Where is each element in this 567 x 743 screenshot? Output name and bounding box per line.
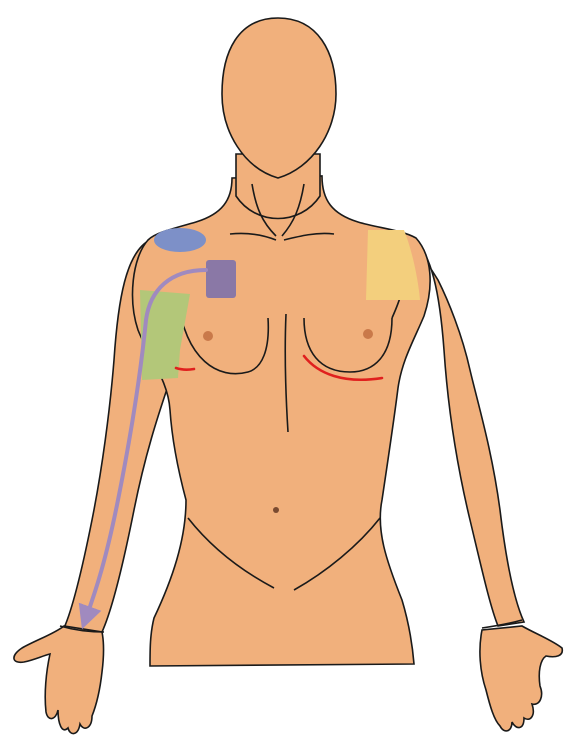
subclavian-patch-purple — [206, 260, 236, 298]
left-hand — [480, 626, 562, 731]
navel — [273, 507, 279, 513]
right-shoulder-patch-blue — [154, 228, 206, 252]
right-nipple — [203, 331, 213, 341]
body — [14, 18, 562, 734]
right-hand — [14, 626, 104, 734]
left-nipple — [363, 329, 373, 339]
